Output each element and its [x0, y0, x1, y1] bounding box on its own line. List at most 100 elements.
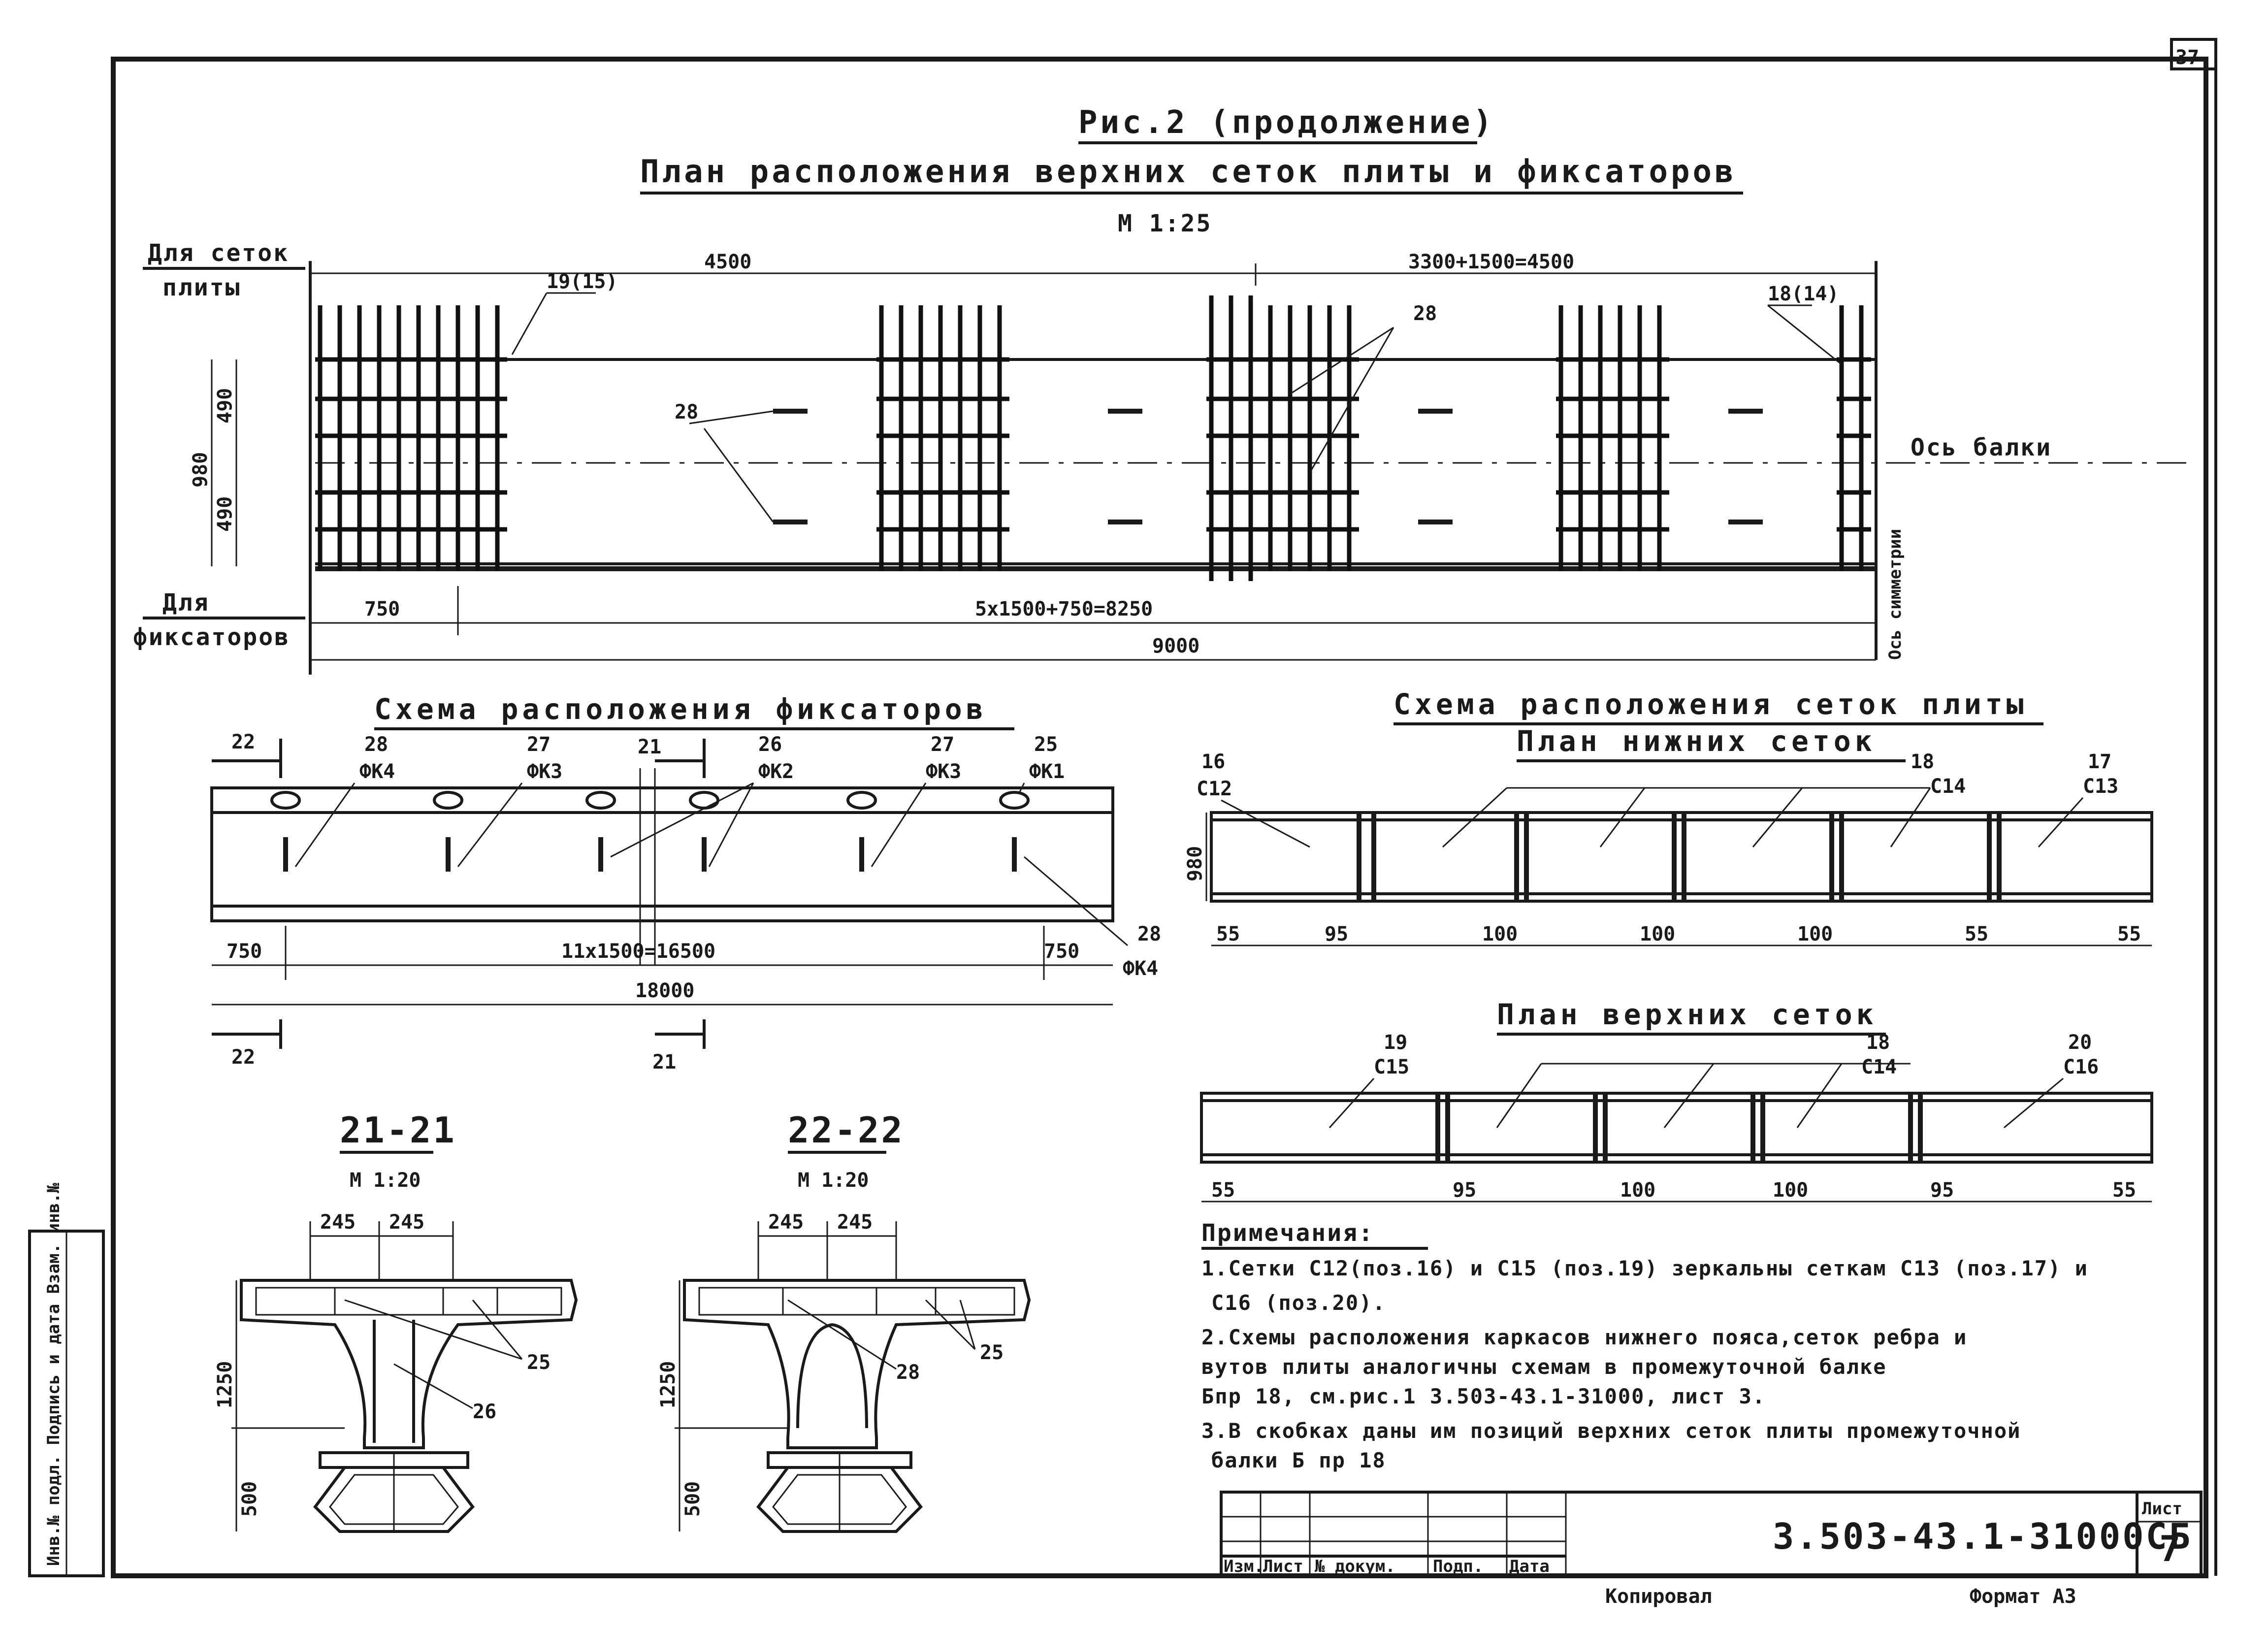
mesh-group-2	[876, 305, 1009, 571]
label-fk2: ФК2	[758, 760, 794, 783]
lower-dim-4: 100	[1797, 923, 1833, 945]
note-2a: 2.Схемы расположения каркасов нижнего по…	[1201, 1325, 1967, 1349]
lower-mark-c12: С12	[1197, 778, 1232, 800]
fix-dim-750-left: 750	[227, 940, 262, 963]
lower-dim-980: 980	[1184, 846, 1206, 881]
mesh-group-4	[1556, 305, 1669, 571]
fix-dim-18000: 18000	[635, 979, 694, 1002]
upper-dim-5: 55	[2112, 1179, 2136, 1202]
fixator-scheme: Схема расположения фиксаторов 22 21 28 Ф…	[210, 692, 1161, 1074]
label-fk3-1: ФК3	[527, 760, 562, 783]
s22-height-1250: 1250	[657, 1361, 680, 1408]
mark-28-right: 28	[1413, 302, 1437, 325]
left-label-meshes-2: плиты	[162, 274, 241, 301]
notes: Примечания: 1.Сетки С12(поз.16) и С15 (п…	[1201, 1219, 2088, 1472]
mark-27-fk3-2: 27	[931, 733, 954, 756]
upper-mark-c15: С15	[1374, 1056, 1409, 1078]
lower-mark-c14: С14	[1930, 775, 1966, 798]
notes-title: Примечания:	[1201, 1219, 1374, 1247]
section-22-bottom: 22	[231, 1046, 255, 1069]
axis-symmetry-label: Ось симметрии	[1885, 529, 1905, 660]
lower-mark-c13: С13	[2083, 775, 2118, 798]
upper-mark-20: 20	[2068, 1031, 2092, 1054]
upper-dim-4: 95	[1930, 1179, 1954, 1202]
note-2b: вутов плиты аналогичны схемам в промежут…	[1201, 1355, 1887, 1379]
note-3a: 3.В скобках даны им позиций верхних сето…	[1201, 1419, 2021, 1443]
s22-dim-245-right: 245	[837, 1211, 873, 1234]
dim-5x1500: 5х1500+750=8250	[975, 598, 1153, 620]
fix-dim-750-right: 750	[1044, 940, 1079, 963]
axis-beam-label: Ось балки	[1911, 434, 2052, 461]
sheet-number-top: 37	[2175, 46, 2199, 69]
lower-mark-16: 16	[1201, 750, 1225, 773]
mesh-scheme: Схема расположения сеток плиты План нижн…	[1184, 687, 2153, 1203]
mark-28-fk4: 28	[364, 733, 388, 756]
mark-19-15: 19(15)	[547, 270, 618, 293]
mesh-scheme-title: Схема расположения сеток плиты	[1393, 687, 2028, 721]
section-22-title: 22-22	[788, 1109, 905, 1151]
upper-mark-c16: С16	[2063, 1056, 2099, 1078]
dim-4500: 4500	[704, 251, 751, 273]
mark-28-fk4-right: 28	[1137, 923, 1161, 945]
s22-dim-245-left: 245	[768, 1211, 804, 1234]
sheet-number-box	[2170, 38, 2217, 70]
side-stamp-text: Инв.№ подл. Подпись и дата Взам. инв.№	[44, 1183, 64, 1566]
dim-750: 750	[364, 598, 400, 620]
lower-mark-18: 18	[1911, 750, 1934, 773]
note-1b: С16 (поз.20).	[1211, 1291, 1386, 1315]
upper-mark-c14: С14	[1861, 1056, 1897, 1078]
mesh-group-3	[1206, 295, 1359, 581]
section-22-22: 22-22 М 1:20 245 245 1250 500 28 25	[657, 1109, 1031, 1533]
label-fk3-2: ФК3	[926, 760, 961, 783]
s21-height-500: 500	[238, 1481, 261, 1517]
lower-mark-17: 17	[2088, 750, 2111, 773]
stamp-col-doc: № докум.	[1315, 1557, 1395, 1576]
upper-meshes	[1200, 1092, 2153, 1164]
note-1a: 1.Сетки С12(поз.16) и С15 (поз.19) зерка…	[1201, 1256, 2088, 1280]
label-fk4-right: ФК4	[1123, 957, 1158, 980]
section-22-top: 22	[231, 731, 255, 753]
mark-27-fk3-1: 27	[527, 733, 551, 756]
upper-dim-0: 55	[1211, 1179, 1235, 1202]
upper-mark-19: 19	[1384, 1031, 1407, 1054]
upper-dim-1: 95	[1453, 1179, 1476, 1202]
sheet-frame	[111, 57, 2208, 1578]
stamp-col-sign: Подп.	[1433, 1557, 1483, 1576]
lower-mesh-title: План нижних сеток	[1517, 724, 1876, 758]
label-fk4: ФК4	[359, 760, 395, 783]
note-2c: Бпр 18, см.рис.1 3.503-43.1-31000, лист …	[1201, 1384, 1766, 1408]
s21-mark-26: 26	[473, 1400, 496, 1423]
s21-dim-245-left: 245	[320, 1211, 356, 1234]
section-22-scale: М 1:20	[798, 1169, 869, 1192]
stamp-col-date: Дата	[1509, 1557, 1550, 1576]
lower-dim-3: 100	[1640, 923, 1675, 945]
s21-height-1250: 1250	[214, 1361, 236, 1408]
left-label-meshes-1: Для сеток	[148, 239, 289, 267]
stamp-list-label: Лист	[2142, 1499, 2182, 1519]
left-label-fixators-2: фиксаторов	[133, 623, 290, 651]
title-block: Изм. Лист № докум. Подп. Дата 3.503-43.1…	[1220, 1491, 2203, 1577]
stamp-col-izm: Изм.	[1224, 1557, 1264, 1576]
upper-dim-3: 100	[1773, 1179, 1808, 1202]
upper-dim-2: 100	[1620, 1179, 1655, 1202]
mark-26-fk2: 26	[758, 733, 782, 756]
mesh-group-5	[1837, 305, 1871, 571]
top-plan: Для сеток плиты 4500 3300+1500=4500 Ось …	[133, 239, 2196, 675]
mark-28-left: 28	[675, 401, 698, 423]
fix-dim-11x1500: 11х1500=16500	[561, 940, 715, 963]
section-21-scale: М 1:20	[350, 1169, 421, 1192]
lower-dims: 55 95 100 100 100 55 55	[1211, 923, 2152, 946]
fixator-scheme-title: Схема расположения фиксаторов	[374, 692, 987, 726]
stamp-list-number: 7	[2159, 1528, 2182, 1569]
mark-25-fk1: 25	[1034, 733, 1058, 756]
dim-3300-1500: 3300+1500=4500	[1408, 251, 1574, 273]
lower-dim-6: 55	[2117, 923, 2141, 945]
section-21-bottom: 21	[652, 1051, 676, 1074]
section-21-title: 21-21	[340, 1109, 456, 1151]
s21-dim-245-right: 245	[389, 1211, 424, 1234]
plan-scale: М 1:25	[1118, 210, 1212, 237]
lower-dim-2: 100	[1482, 923, 1518, 945]
drawing-code: 3.503-43.1-31000СБ	[1773, 1516, 2192, 1557]
lower-dim-0: 55	[1216, 923, 1240, 945]
